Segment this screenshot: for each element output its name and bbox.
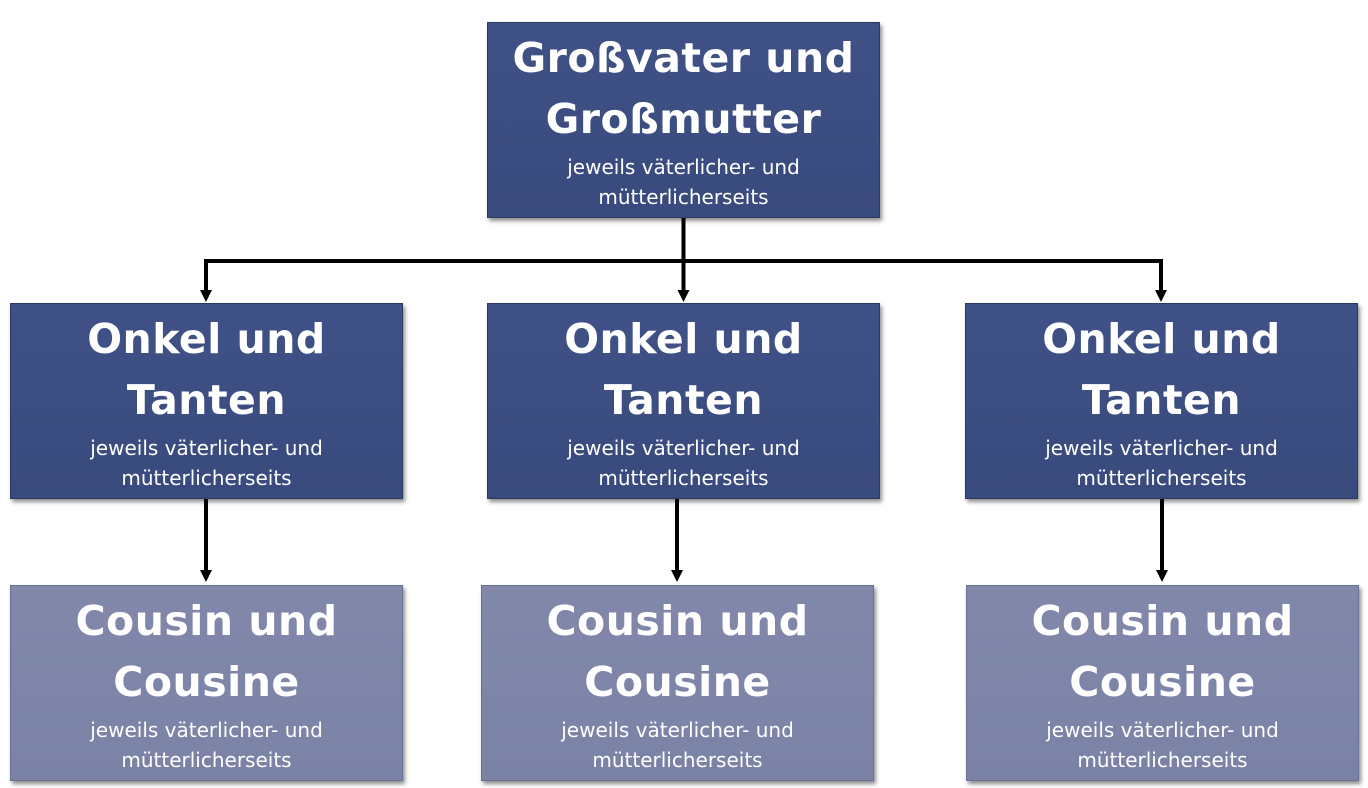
cousins-box-left: Cousin und Cousine jeweils väterlicher- … [10,585,403,781]
arrowhead-center [677,290,690,302]
box-title: Großvater und Großmutter [512,34,855,143]
uncles-aunts-box-right: Onkel und Tanten jeweils väterlicher- un… [965,303,1358,499]
box-title: Onkel und Tanten [87,315,326,424]
uncles-aunts-box-center: Onkel und Tanten jeweils väterlicher- un… [487,303,880,499]
arrowhead-lower-right [1156,570,1168,582]
box-title: Cousin und Cousine [546,597,809,706]
box-title: Onkel und Tanten [1042,315,1281,424]
box-subtitle: jeweils väterlicher- und mütterlichersei… [1045,436,1278,490]
box-subtitle: jeweils väterlicher- und mütterlichersei… [90,436,323,490]
box-subtitle: jeweils väterlicher- und mütterlichersei… [567,436,800,490]
box-subtitle: jeweils väterlicher- und mütterlichersei… [90,718,323,772]
arrowhead-left [200,290,212,302]
box-title: Onkel und Tanten [564,315,803,424]
arrowhead-lower-left [200,570,212,582]
cousins-box-center: Cousin und Cousine jeweils väterlicher- … [481,585,874,781]
box-subtitle: jeweils väterlicher- und mütterlichersei… [1046,718,1279,772]
uncles-aunts-box-left: Onkel und Tanten jeweils väterlicher- un… [10,303,403,499]
cousins-box-right: Cousin und Cousine jeweils väterlicher- … [966,585,1359,781]
box-title: Cousin und Cousine [75,597,338,706]
box-subtitle: jeweils väterlicher- und mütterlichersei… [561,718,794,772]
arrowhead-lower-center [671,570,683,582]
grandparents-box: Großvater und Großmutter jeweils väterli… [487,22,880,218]
box-title: Cousin und Cousine [1031,597,1294,706]
box-subtitle: jeweils väterlicher- und mütterlichersei… [567,155,800,209]
arrowhead-right [1155,290,1167,302]
